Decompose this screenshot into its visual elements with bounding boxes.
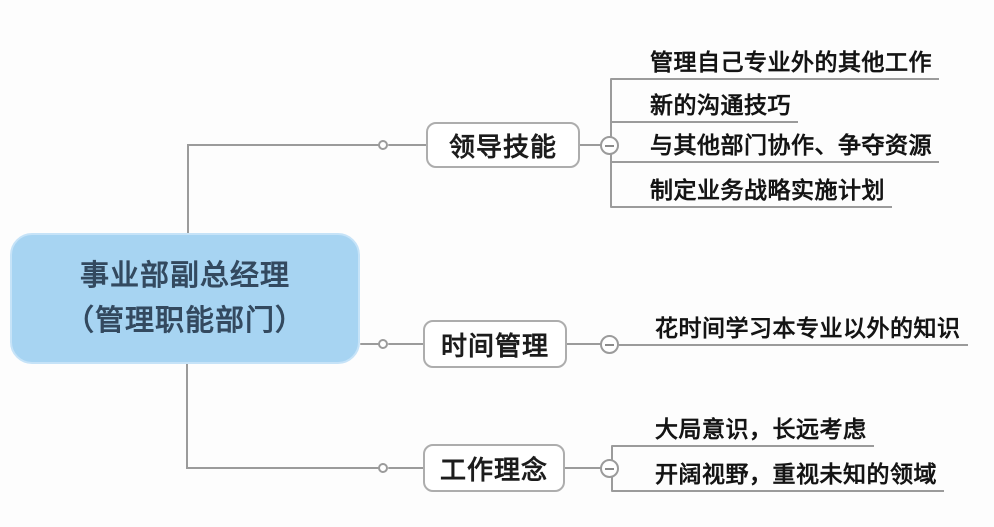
junction-dot-branch1 (378, 140, 388, 150)
leaf-node[interactable]: 制定业务战略实施计划 (611, 176, 892, 208)
collapse-button-branch3[interactable] (600, 459, 619, 478)
branch-label: 工作理念 (439, 454, 548, 485)
leaf-node[interactable]: 花时间学习本专业以外的知识 (619, 314, 968, 346)
root-label-line2: （管理职能部门） (64, 304, 305, 337)
branch-label: 领导技能 (448, 131, 557, 162)
leaf-node[interactable]: 管理自己专业外的其他工作 (611, 48, 939, 80)
minus-icon (605, 144, 614, 147)
connector-root-branch1 (187, 144, 379, 235)
connector-root-branch3 (186, 362, 379, 469)
branch-node-time-management[interactable]: 时间管理 (423, 320, 567, 368)
collapse-button-branch1[interactable] (600, 136, 619, 155)
root-node[interactable]: 事业部副总经理 （管理职能部门） (10, 233, 360, 364)
minus-icon (605, 343, 614, 346)
leaf-node[interactable]: 新的沟通技巧 (611, 91, 798, 123)
branch-label: 时间管理 (440, 330, 549, 361)
minus-icon (605, 467, 614, 470)
branch-node-leadership-skills[interactable]: 领导技能 (426, 122, 580, 168)
junction-dot-branch3 (378, 463, 388, 473)
root-label-line1: 事业部副总经理 (79, 259, 290, 292)
leaf-node[interactable]: 与其他部门协作、争夺资源 (611, 131, 939, 163)
leaf-node[interactable]: 开阔视野，重视未知的领域 (612, 460, 944, 492)
junction-dot-branch2 (378, 339, 388, 349)
collapse-button-branch2[interactable] (600, 335, 619, 354)
leaf-node[interactable]: 大局意识，长远考虑 (612, 415, 874, 447)
branch-node-work-philosophy[interactable]: 工作理念 (423, 444, 565, 492)
